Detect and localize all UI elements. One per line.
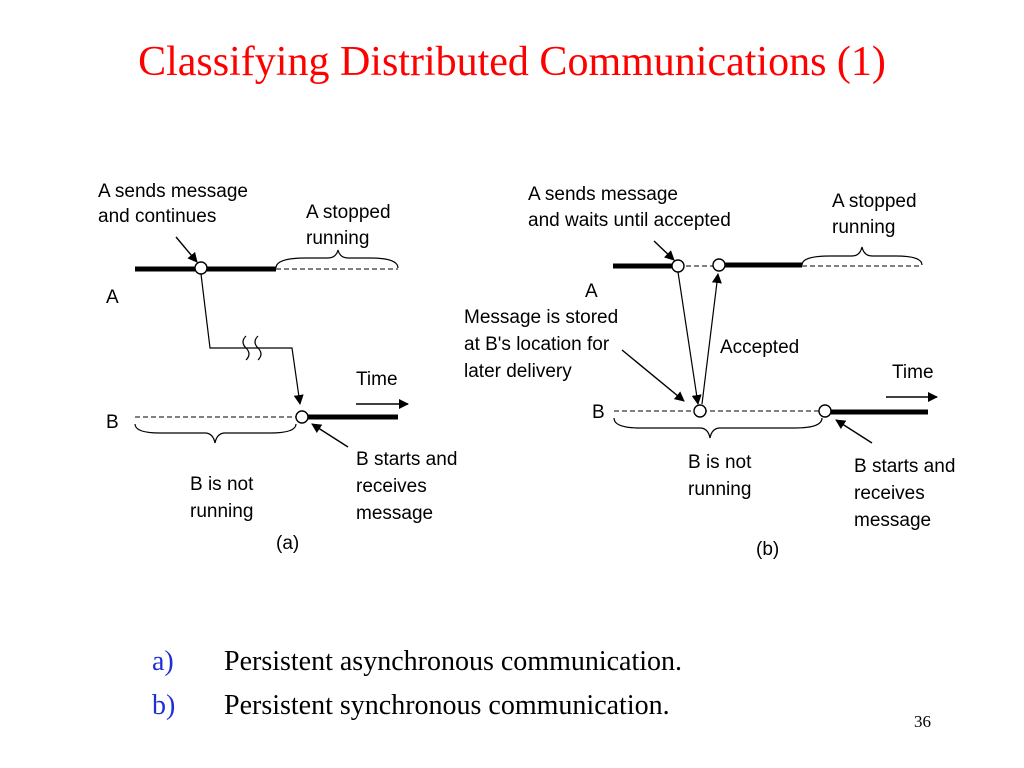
stored-pointer-arrow (621, 349, 685, 402)
a-stopped-label-line2: running (306, 228, 369, 249)
b-b-not-running-label-line1: B is not (688, 452, 752, 473)
a-sends-pointer-arrow (175, 236, 198, 263)
b-stopped-brace (801, 246, 923, 266)
time-break-mark-1 (242, 335, 250, 361)
b-process-b-label: B (592, 402, 605, 423)
b-b-starts-label-line3: message (854, 510, 931, 531)
b-process-a-label: A (585, 281, 598, 302)
b-send-event-circle (671, 259, 685, 273)
b-stored-event-circle (693, 404, 707, 418)
message-to-b-arrow (677, 271, 702, 405)
bullet-text-a: Persistent asynchronous communication. (224, 646, 683, 677)
b-not-running-label-line2: running (190, 501, 253, 522)
time-break-mark-2 (254, 335, 262, 361)
b-b-starts-label-line1: B starts and (854, 456, 955, 477)
time-label: Time (356, 369, 398, 390)
caption-a: (a) (276, 533, 299, 554)
b-sends-label-line2: and waits until accepted (528, 210, 731, 231)
b-sends-label-line1: A sends message (528, 184, 678, 205)
b-stopped-label-line1: A stopped (832, 191, 917, 212)
b-b-not-running-brace (613, 417, 823, 439)
b-b-not-running-label-line2: running (688, 479, 751, 500)
bullet-list: a) Persistent asynchronous communication… (152, 646, 682, 734)
b-not-running-label-line1: B is not (190, 474, 254, 495)
a-sends-label-line1: A sends message (98, 181, 248, 202)
bullet-item-a: a) Persistent asynchronous communication… (152, 646, 682, 690)
bullet-label-b: b) (152, 690, 176, 721)
bullet-text-b: Persistent synchronous communication. (224, 690, 670, 721)
accepted-label: Accepted (720, 337, 799, 358)
b-receive-event-circle (295, 410, 309, 424)
b-b-starts-pointer-arrow (835, 419, 873, 444)
page-number: 36 (914, 712, 931, 731)
b-not-running-brace (134, 423, 297, 444)
a-send-event-circle (194, 261, 208, 275)
caption-b: (b) (756, 539, 779, 560)
b-receive-event-circle (818, 404, 832, 418)
accepted-arrow (701, 273, 722, 405)
b-starts-label-line3: message (356, 503, 433, 524)
a-stopped-label-line1: A stopped (306, 202, 391, 223)
process-b-label: B (106, 412, 119, 433)
diagram-a: A sends message and continues A stopped … (98, 181, 457, 554)
message-path-arrow (200, 273, 304, 405)
b-b-starts-label-line2: receives (854, 483, 925, 504)
b-stopped-label-line2: running (832, 217, 895, 238)
bullet-label-a: a) (152, 646, 174, 677)
b-starts-pointer-arrow (311, 423, 349, 448)
b-sends-pointer-arrow (653, 240, 675, 261)
stored-label-line1: Message is stored (464, 307, 618, 328)
process-a-label: A (106, 287, 119, 308)
stored-label-line3: later delivery (464, 361, 572, 382)
b-time-label: Time (892, 362, 934, 383)
bullet-item-b: b) Persistent synchronous communication. (152, 690, 682, 734)
stored-label-line2: at B's location for (464, 334, 610, 355)
b-starts-label-line2: receives (356, 476, 427, 497)
a-stopped-brace (275, 249, 399, 269)
a-sends-label-line2: and continues (98, 206, 216, 227)
slide-title: Classifying Distributed Communications (… (138, 39, 886, 85)
diagram-b: A sends message and waits until accepted… (464, 184, 955, 560)
b-accepted-event-circle (712, 258, 726, 272)
b-starts-label-line1: B starts and (356, 449, 457, 470)
